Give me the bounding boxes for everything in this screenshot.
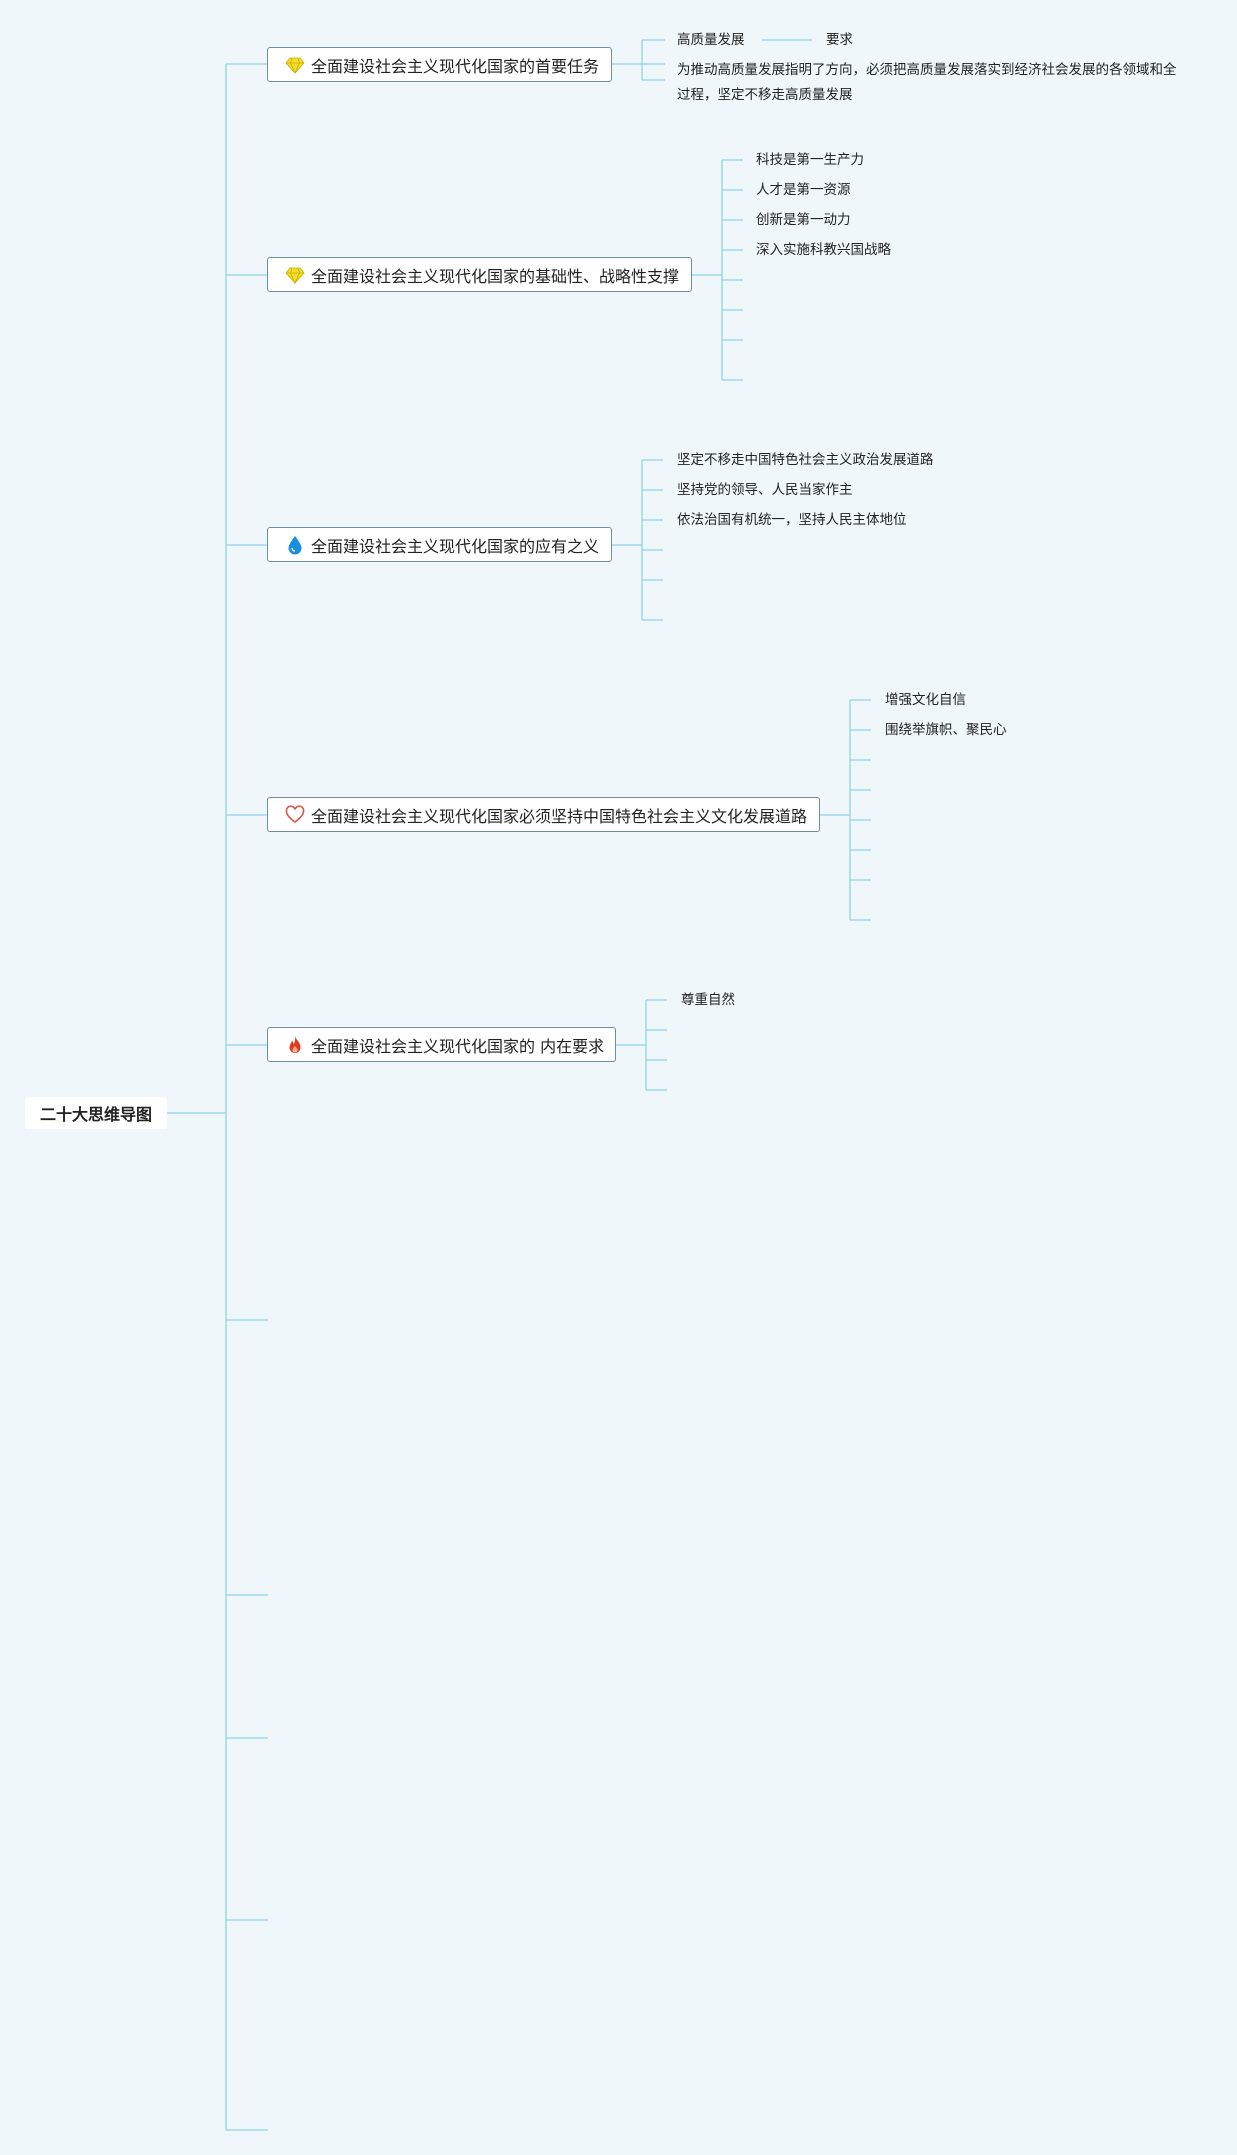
branch-intrinsic-requirement[interactable]: 全面建设社会主义现代化国家的 内在要求: [267, 1027, 616, 1062]
branch-essential-meaning[interactable]: 全面建设社会主义现代化国家的应有之义: [267, 527, 612, 562]
leaf-party-leadership[interactable]: 坚持党的领导、人民当家作主: [677, 482, 853, 498]
gem-icon: [285, 57, 305, 74]
branch-primary-task[interactable]: 全面建设社会主义现代化国家的首要任务: [267, 47, 612, 82]
leaf-talent[interactable]: 人才是第一资源: [756, 182, 851, 198]
leaf-requirement[interactable]: 要求: [826, 32, 853, 48]
leaf-science-education-strategy[interactable]: 深入实施科教兴国战略: [756, 242, 891, 258]
root-label: 二十大思维导图: [39, 1105, 152, 1124]
branch-cultural-path[interactable]: 全面建设社会主义现代化国家必须坚持中国特色社会主义文化发展道路: [267, 797, 820, 832]
gem-icon: [285, 267, 305, 284]
leaf-description[interactable]: 为推动高质量发展指明了方向，必须把高质量发展落实到经济社会发展的各领域和全过程，…: [677, 62, 1177, 103]
branch-label: 全面建设社会主义现代化国家的应有之义: [311, 536, 600, 556]
branch-label: 全面建设社会主义现代化国家的 内在要求: [311, 1036, 605, 1056]
root-node[interactable]: 二十大思维导图: [25, 1097, 167, 1129]
branch-strategic-support[interactable]: 全面建设社会主义现代化国家的基础性、战略性支撑: [267, 257, 692, 292]
leaf-respect-nature[interactable]: 尊重自然: [681, 992, 735, 1008]
leaf-cultural-confidence[interactable]: 增强文化自信: [885, 692, 966, 708]
branch-label: 全面建设社会主义现代化国家的基础性、战略性支撑: [311, 266, 680, 286]
heart-icon: [285, 804, 305, 823]
leaf-political-path[interactable]: 坚定不移走中国特色社会主义政治发展道路: [677, 452, 934, 468]
branch-label: 全面建设社会主义现代化国家的首要任务: [311, 56, 600, 76]
water-drop-icon: [288, 535, 302, 554]
branch-label: 全面建设社会主义现代化国家必须坚持中国特色社会主义文化发展道路: [311, 806, 808, 826]
leaf-high-quality-development[interactable]: 高质量发展: [677, 32, 745, 48]
fire-icon: [289, 1035, 301, 1053]
leaf-innovation[interactable]: 创新是第一动力: [756, 212, 851, 228]
leaf-raise-banner[interactable]: 围绕举旗帜、聚民心: [885, 722, 1007, 738]
leaf-rule-of-law[interactable]: 依法治国有机统一，坚持人民主体地位: [677, 512, 907, 528]
leaf-technology[interactable]: 科技是第一生产力: [756, 152, 864, 168]
